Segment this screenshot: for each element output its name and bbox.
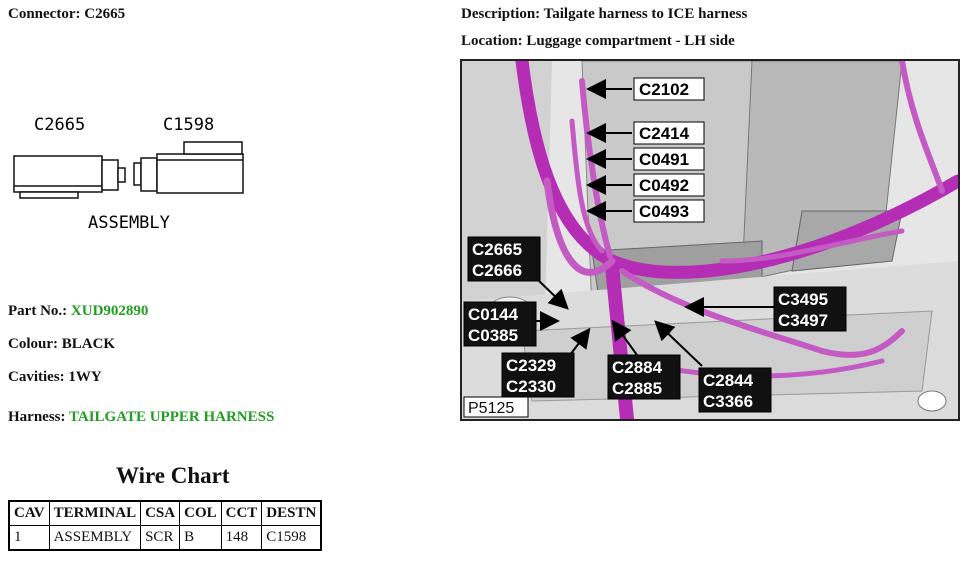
- connector-assembly-drawing: C2665 C1598 ASSEMBLY: [13, 115, 244, 233]
- part-no-label: Part No.:: [8, 303, 68, 319]
- callout-text-c2102: C2102: [639, 80, 689, 99]
- header-terminal: TERMINAL: [48, 500, 142, 526]
- callout-text-c2884: C2884: [612, 358, 663, 377]
- header-csa: CSA: [140, 500, 181, 526]
- callout-text-c3497: C3497: [778, 311, 828, 330]
- callout-c0491[interactable]: C0491: [586, 147, 705, 171]
- location-label: Location:: [461, 33, 523, 49]
- harness-value[interactable]: TAILGATE UPPER HARNESS: [68, 409, 275, 425]
- cavities-label: Cavities:: [8, 369, 65, 385]
- callout-text-c2844: C2844: [703, 371, 754, 390]
- description-label: Description:: [461, 6, 541, 22]
- connector-value: C2665: [84, 6, 126, 22]
- table-row: 1 ASSEMBLY SCR B 148 C1598: [8, 525, 322, 551]
- colour-value: BLACK: [61, 336, 116, 352]
- photo-reference: P5125: [463, 396, 529, 418]
- cell-cct: 148: [220, 525, 263, 551]
- header-destn: DESTN: [261, 500, 322, 526]
- header-cav: CAV: [8, 500, 50, 526]
- right-connector-body: [133, 141, 244, 194]
- callout-c2844-c3366[interactable]: C2844 C3366: [654, 320, 772, 413]
- callout-c2665-c2666[interactable]: C2665 C2666: [467, 236, 569, 310]
- cell-cav: 1: [8, 525, 50, 551]
- part-no-value[interactable]: XUD902890: [70, 303, 149, 319]
- callout-text-c3495: C3495: [778, 290, 828, 309]
- connector-callouts: C2102 C2414 C0491 C0492 C0493 C2665 C266…: [463, 77, 847, 413]
- cell-col: B: [179, 525, 222, 551]
- callout-text-c0491: C0491: [639, 150, 689, 169]
- callout-text-c0492: C0492: [639, 176, 689, 195]
- cell-destn: C1598: [261, 525, 322, 551]
- left-connector-body: [13, 155, 126, 199]
- colour-label: Colour:: [8, 336, 58, 352]
- callout-text-c2414: C2414: [639, 124, 690, 143]
- connector-label: Connector:: [8, 6, 81, 22]
- header-col: COL: [179, 500, 222, 526]
- description-value: Tailgate harness to ICE harness: [543, 6, 748, 22]
- callout-c0492[interactable]: C0492: [586, 173, 705, 197]
- callout-text-c3366: C3366: [703, 392, 753, 411]
- harness-cables: [515, 61, 958, 419]
- callout-c2414[interactable]: C2414: [586, 121, 705, 145]
- harness-label: Harness:: [8, 409, 66, 425]
- drawing-label-left: C2665: [34, 115, 85, 135]
- harness-line: Harness: TAILGATE UPPER HARNESS: [8, 409, 274, 426]
- drawing-caption: ASSEMBLY: [88, 213, 170, 233]
- connector-line: Connector: C2665: [8, 6, 125, 23]
- callout-text-c0144: C0144: [468, 305, 519, 324]
- wire-chart-header-row: CAV TERMINAL CSA COL CCT DESTN: [8, 500, 322, 526]
- location-photo: C2102 C2414 C0491 C0492 C0493 C2665 C266…: [460, 59, 960, 421]
- description-line: Description: Tailgate harness to ICE har…: [461, 6, 747, 23]
- colour-line: Colour: BLACK: [8, 336, 115, 353]
- part-no-line: Part No.: XUD902890: [8, 303, 148, 320]
- callout-text-c2329: C2329: [506, 356, 556, 375]
- callout-c3495-c3497[interactable]: C3495 C3497: [684, 286, 847, 332]
- callout-text-c2665: C2665: [472, 240, 522, 259]
- photo-reference-text: P5125: [468, 400, 514, 417]
- header-cct: CCT: [220, 500, 263, 526]
- callout-c2884-c2885[interactable]: C2884 C2885: [607, 319, 681, 400]
- location-value: Luggage compartment - LH side: [526, 33, 735, 49]
- cavities-line: Cavities: 1WY: [8, 369, 102, 386]
- callout-text-c0385: C0385: [468, 326, 518, 345]
- cell-csa: SCR: [140, 525, 181, 551]
- callout-text-c2330: C2330: [506, 377, 556, 396]
- cell-terminal: ASSEMBLY: [48, 525, 142, 551]
- wire-chart-title: Wire Chart: [116, 463, 230, 488]
- cavities-value: 1WY: [68, 369, 102, 385]
- callout-text-c2885: C2885: [612, 379, 662, 398]
- callout-c0493[interactable]: C0493: [586, 199, 705, 223]
- callout-c2329-c2330[interactable]: C2329 C2330: [501, 327, 591, 398]
- callout-text-c2666: C2666: [472, 261, 522, 280]
- drawing-label-right: C1598: [163, 115, 214, 135]
- callout-c2102[interactable]: C2102: [586, 77, 705, 101]
- wire-chart-table: CAV TERMINAL CSA COL CCT DESTN 1 ASSEMBL…: [8, 500, 323, 551]
- location-line: Location: Luggage compartment - LH side: [461, 33, 735, 50]
- callout-c0144-c0385[interactable]: C0144 C0385: [463, 301, 560, 347]
- callout-text-c0493: C0493: [639, 202, 689, 221]
